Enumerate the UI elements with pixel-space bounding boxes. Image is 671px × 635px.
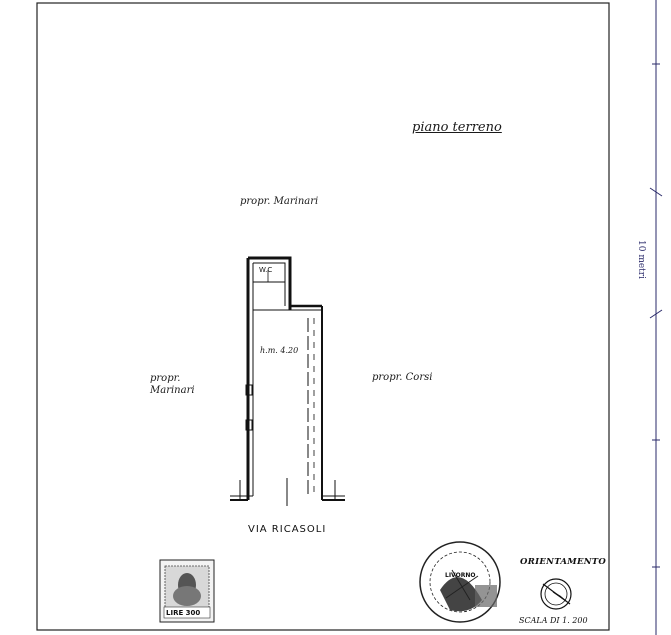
street-name: VIA RICASOLI: [248, 524, 327, 535]
neighbor-west-line1: propr.: [150, 373, 181, 384]
floor-title: piano terreno: [412, 120, 502, 135]
stamp-price: LIRE 300: [166, 609, 201, 617]
official-seal: [419, 541, 501, 623]
neighbor-east-label: propr. Corsi: [372, 372, 433, 383]
scale-label: SCALA DI 1. 200: [519, 616, 588, 625]
neighbor-west-line2: Marinari: [150, 385, 195, 396]
neighbor-west-label: propr. Marinari: [150, 373, 195, 397]
room-wc-label: W.C: [259, 266, 273, 274]
orientation-label: ORIENTAMENTO: [520, 557, 607, 567]
ruler-label: 10 metri: [636, 240, 646, 279]
seal-text: LIVORNO: [445, 572, 476, 579]
scale-ruler: [649, 0, 663, 635]
neighbor-north-label: propr. Marinari: [240, 196, 319, 207]
building-outline: [230, 256, 345, 506]
sheet-border: [36, 2, 610, 631]
orientation-compass: [540, 578, 572, 610]
ceiling-height-label: h.m. 4.20: [260, 346, 299, 355]
revenue-stamp: [159, 559, 215, 623]
